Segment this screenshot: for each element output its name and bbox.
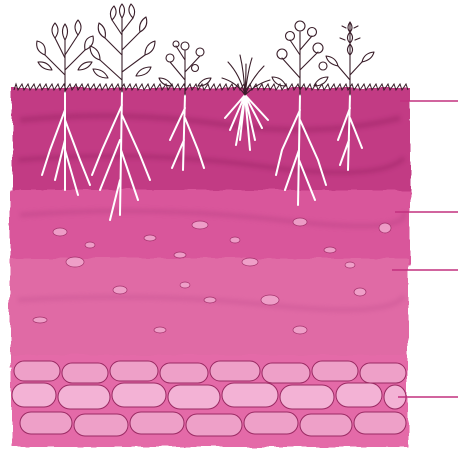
pebble xyxy=(379,223,391,233)
pebble xyxy=(354,288,366,296)
leafy-plant-icon xyxy=(90,4,155,92)
boulder xyxy=(12,383,56,407)
boulder xyxy=(14,361,60,381)
boulder xyxy=(210,361,260,381)
boulder xyxy=(168,385,220,409)
pebble xyxy=(242,258,258,266)
boulder xyxy=(222,383,278,407)
pebble xyxy=(345,262,355,268)
flower-spike-icon xyxy=(326,22,374,95)
pebble xyxy=(293,218,307,226)
boulder xyxy=(74,414,128,436)
boulder xyxy=(312,361,358,381)
boulder xyxy=(262,363,310,383)
boulder xyxy=(280,385,334,409)
pebble xyxy=(180,282,190,288)
boulder xyxy=(354,412,406,434)
surface-grass xyxy=(14,84,408,90)
boulder xyxy=(336,383,382,407)
boulder xyxy=(62,363,108,383)
boulder xyxy=(360,363,406,383)
pebble xyxy=(204,297,216,303)
pebble xyxy=(144,235,156,241)
pebble xyxy=(192,221,208,229)
boulder xyxy=(20,412,72,434)
pebble xyxy=(85,242,95,248)
boulder xyxy=(244,412,298,434)
pebble xyxy=(66,257,84,267)
surface-plants xyxy=(37,4,374,95)
pebble xyxy=(113,286,127,294)
boulder xyxy=(58,385,110,409)
boulder xyxy=(160,363,208,383)
pebble xyxy=(154,327,166,333)
pebble xyxy=(324,247,336,253)
boulder xyxy=(300,414,352,436)
pebble xyxy=(261,295,279,305)
leafy-plant-icon xyxy=(37,20,94,92)
pebble xyxy=(293,326,307,334)
pebble xyxy=(33,317,47,323)
boulder xyxy=(112,383,166,407)
boulder xyxy=(130,412,184,434)
pebble xyxy=(230,237,240,243)
boulder xyxy=(110,361,158,381)
parent-material-layer xyxy=(10,258,408,368)
boulder xyxy=(186,414,242,436)
pebble xyxy=(53,228,67,236)
pebble xyxy=(174,252,186,258)
